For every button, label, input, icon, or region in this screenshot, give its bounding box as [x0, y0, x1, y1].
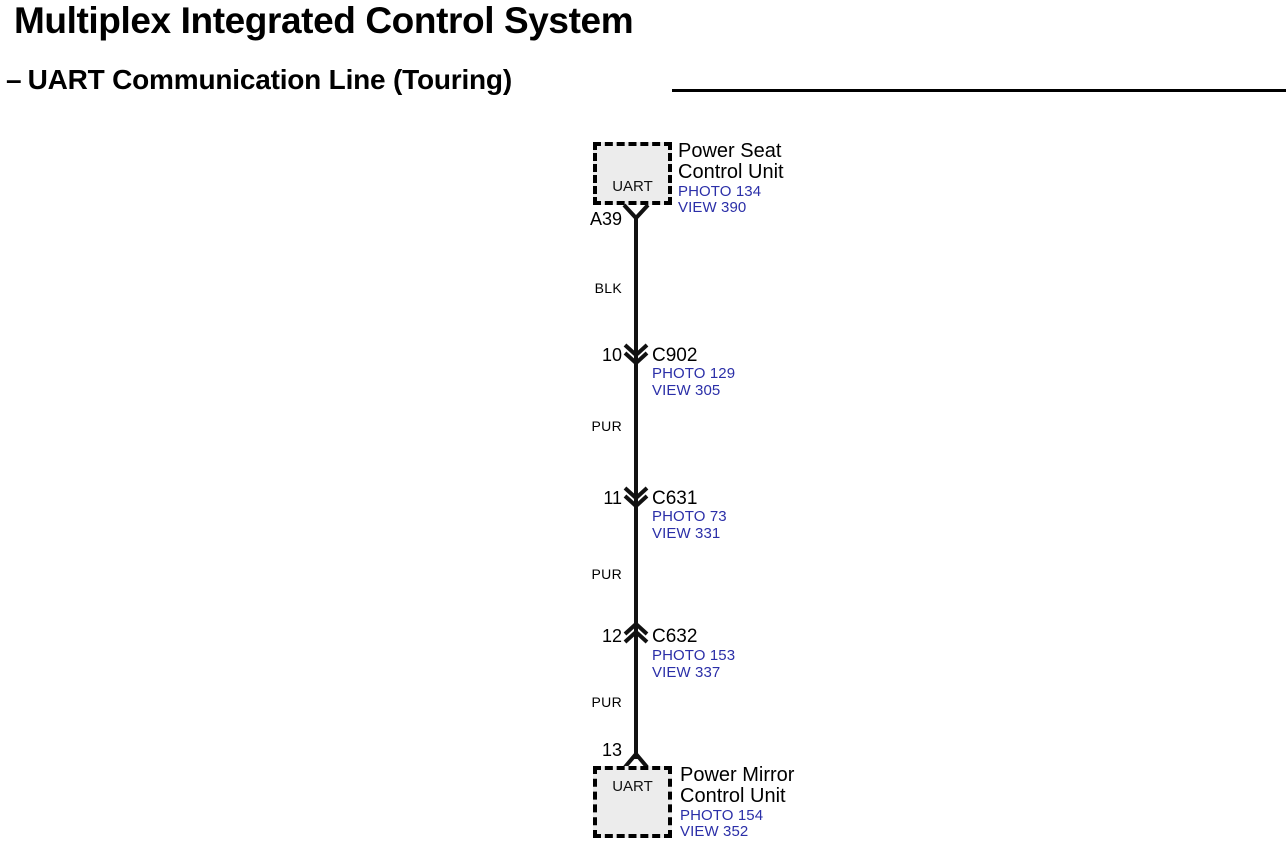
wire-segment-3 — [634, 495, 638, 637]
page-title: Multiplex Integrated Control System — [14, 0, 634, 41]
wire-color-label-4: PUR — [591, 694, 622, 710]
arrow-up-connector-icon — [620, 748, 652, 775]
wire-segment-2 — [634, 352, 638, 495]
top-unit-port-label: UART — [612, 178, 653, 195]
connector-refs-c632: PHOTO 153 VIEW 337 — [652, 647, 736, 681]
power-seat-control-unit-label: Power Seat Control Unit PHOTO 134 VIEW 3… — [678, 140, 784, 216]
top-unit-name-line-1: Power Seat — [678, 140, 782, 162]
c902-photo-ref[interactable]: PHOTO 129 — [652, 365, 736, 382]
subtitle-dash: – — [6, 64, 22, 95]
bottom-unit-name-line-2: Control Unit — [680, 785, 786, 808]
connector-refs-c902: PHOTO 129 VIEW 305 — [652, 365, 736, 399]
bottom-unit-port-label: UART — [612, 778, 653, 795]
wire-segment-1 — [634, 216, 638, 352]
connector-name-c902: C902 — [652, 345, 698, 366]
bottom-unit-photo-ref[interactable]: PHOTO 154 — [680, 806, 764, 824]
wire-segment-4 — [634, 637, 638, 759]
bottom-unit-view-ref[interactable]: VIEW 352 — [680, 822, 749, 840]
pin-number-11: 11 — [603, 488, 622, 508]
c631-view-ref[interactable]: VIEW 331 — [652, 524, 721, 542]
bottom-unit-name-line-1: Power Mirror — [680, 764, 795, 786]
page-subtitle: UART Communication Line (Touring) — [27, 64, 513, 95]
connector-name-c632: C632 — [652, 626, 698, 647]
wire-color-label-2: PUR — [591, 418, 622, 434]
terminal-label-a39: A39 — [589, 209, 622, 229]
top-unit-photo-ref[interactable]: PHOTO 134 — [678, 182, 762, 200]
chevron-up-connector-icon-c632 — [622, 621, 650, 650]
wire-color-label-1: BLK — [594, 280, 622, 296]
wire-color-label-3: PUR — [591, 566, 622, 582]
connector-refs-c631: PHOTO 73 VIEW 331 — [652, 508, 727, 542]
power-seat-control-unit-box[interactable]: UART — [593, 142, 672, 205]
power-mirror-control-unit-box[interactable]: UART — [593, 766, 672, 838]
pin-number-10: 10 — [601, 345, 622, 365]
pin-number-12: 12 — [601, 626, 622, 646]
power-mirror-control-unit-label: Power Mirror Control Unit PHOTO 154 VIEW… — [680, 764, 795, 840]
connector-name-c631: C631 — [652, 488, 698, 509]
subtitle-row: – UART Communication Line (Touring) — [6, 66, 512, 94]
header-divider — [672, 89, 1286, 92]
c632-photo-ref[interactable]: PHOTO 153 — [652, 647, 736, 664]
terminal-label-13: 13 — [601, 740, 622, 760]
c631-photo-ref[interactable]: PHOTO 73 — [652, 508, 727, 525]
top-unit-name-line-2: Control Unit — [678, 161, 784, 184]
top-unit-view-ref[interactable]: VIEW 390 — [678, 198, 747, 216]
c902-view-ref[interactable]: VIEW 305 — [652, 381, 721, 399]
c632-view-ref[interactable]: VIEW 337 — [652, 663, 721, 681]
